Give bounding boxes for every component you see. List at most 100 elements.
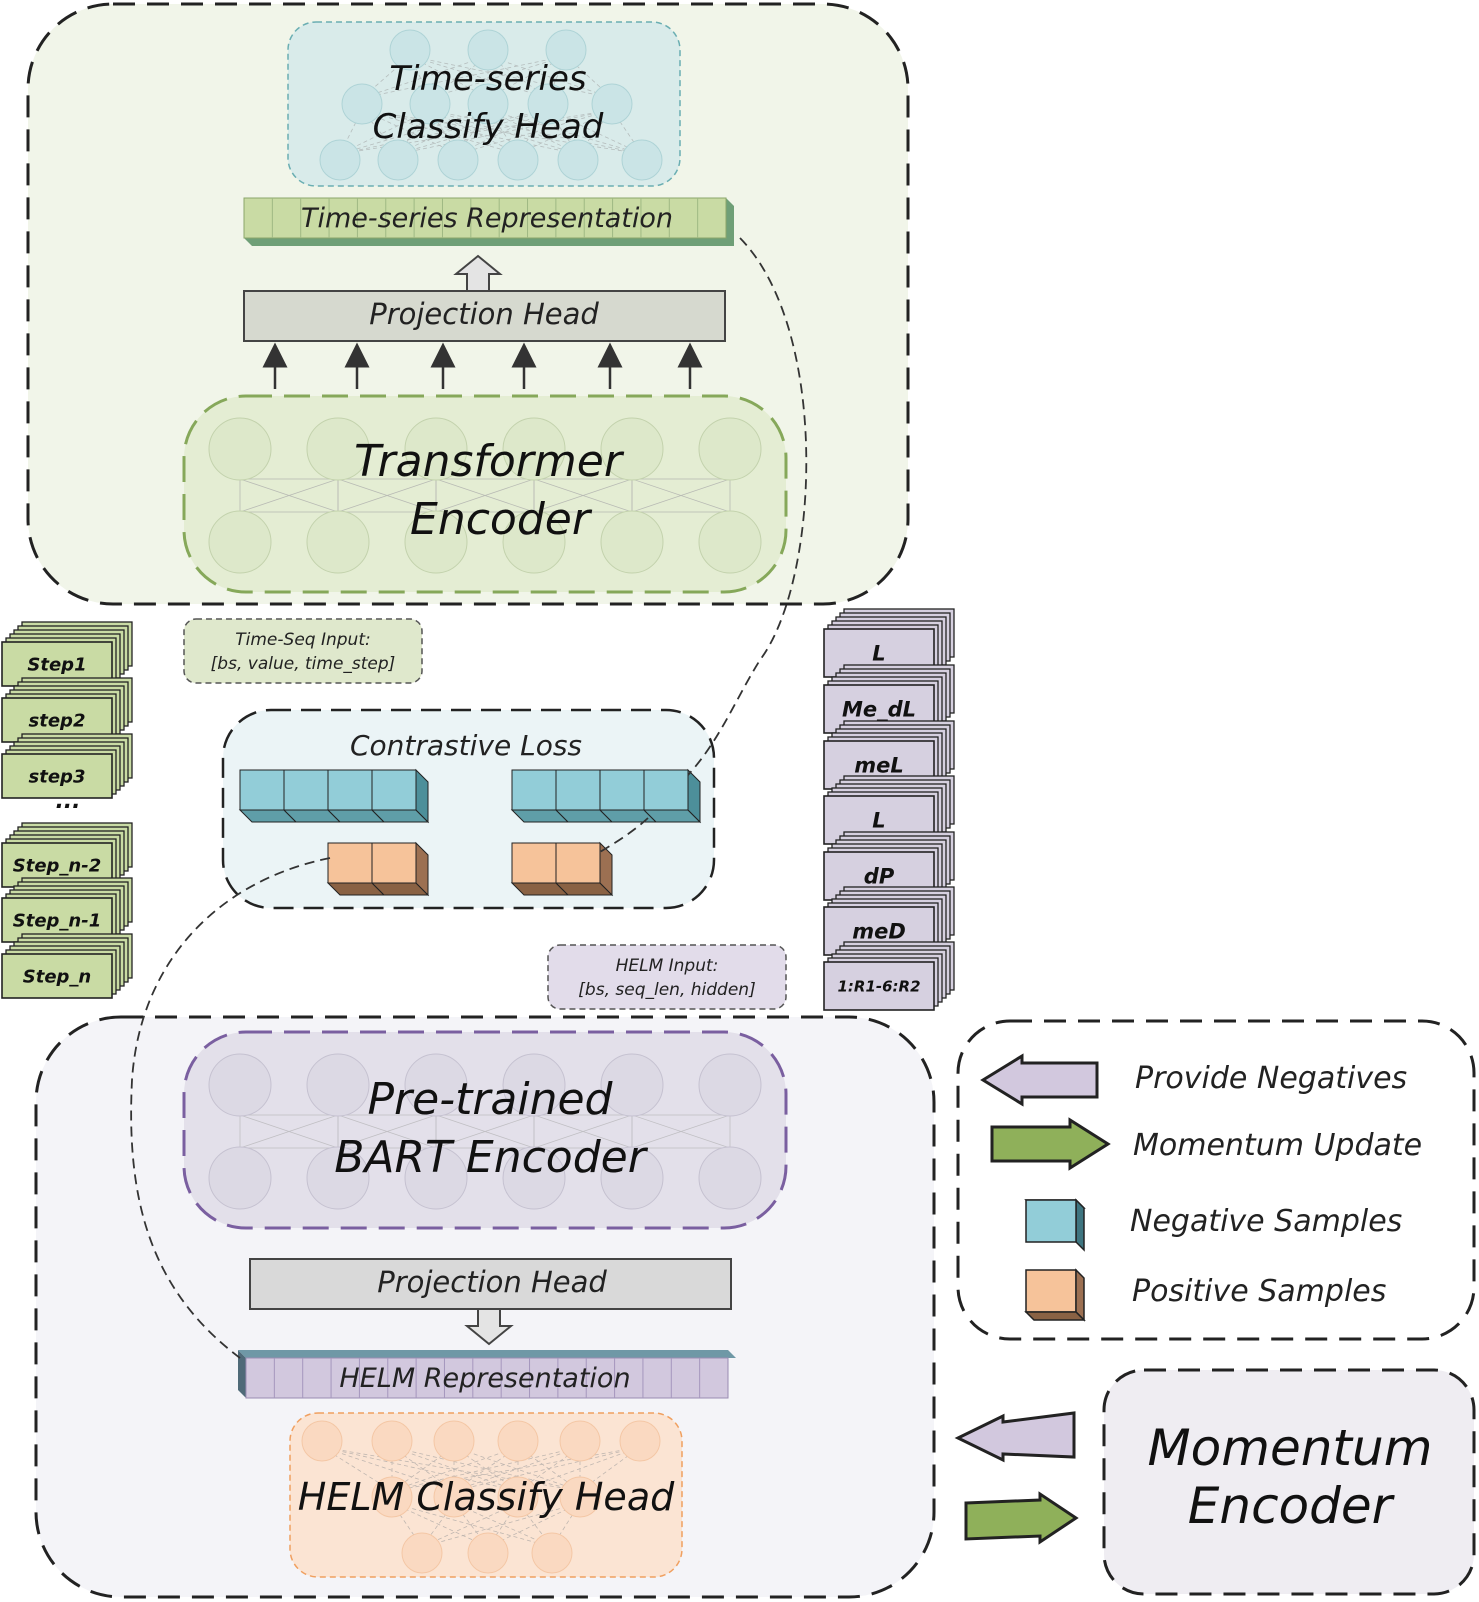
step-card: step3 (1, 733, 133, 799)
net-edge (421, 1502, 519, 1548)
net-node (497, 1420, 539, 1462)
net-edge (487, 55, 613, 99)
helm-token-label: dP (864, 865, 895, 889)
helm-token-label: meL (854, 754, 904, 778)
net-node (600, 510, 664, 574)
transformer-encoder-line2: Encoder (410, 494, 593, 545)
time-series-representation-bar: Time-series Representation (243, 197, 734, 246)
net-node (467, 29, 509, 71)
net-node (306, 1053, 370, 1117)
time-seq-input-note: Time-Seq Input: [bs, value, time_step] (183, 618, 423, 684)
positive-cube-row-face (511, 842, 557, 884)
negative-cube-row-face (283, 769, 329, 811)
classify-head-title-line1: Time-series (389, 59, 586, 99)
step-label: Step1 (27, 654, 86, 675)
net-edge (339, 109, 613, 155)
ts-representation-connector (687, 237, 808, 776)
net-node (591, 83, 633, 125)
net-node (306, 510, 370, 574)
step-label: step2 (29, 710, 86, 731)
net-node (208, 1146, 272, 1210)
step-card: step2 (1, 677, 133, 743)
helm-token-card-front (823, 961, 935, 1011)
momentum-encoder-line2: Encoder (1188, 1477, 1396, 1535)
negative-cube-row-face (555, 769, 601, 811)
time-seq-input-line2: [bs, value, time_step] (211, 654, 396, 674)
net-node (698, 1146, 762, 1210)
helm-token-label: 1:R1-6:R2 (837, 977, 920, 995)
negative-sample-cube-icon (1024, 1198, 1086, 1252)
time-seq-input-line1: Time-Seq Input: (235, 630, 370, 650)
net-edge (321, 1446, 581, 1492)
net-edge (391, 1502, 489, 1548)
net-node (404, 1146, 468, 1210)
net-node (497, 139, 539, 181)
negative-cube-row-face (643, 769, 689, 811)
positive-cube-row-face (371, 842, 417, 884)
net-node (371, 1420, 413, 1462)
net-edge (435, 478, 535, 513)
step-label: Step_n-2 (13, 855, 101, 876)
step-label: Step_n-1 (13, 910, 101, 931)
net-edge (397, 109, 613, 155)
net-edge (631, 478, 731, 513)
net-node (306, 1146, 370, 1210)
time-series-representation-label: Time-series Representation (301, 203, 673, 234)
net-edge (517, 109, 613, 155)
net-node (208, 510, 272, 574)
legend-positive-samples: Positive Samples (1132, 1274, 1386, 1309)
net-edge (547, 109, 643, 155)
net-edge (337, 478, 437, 513)
helm-classify-head-label: HELM Classify Head (298, 1475, 675, 1519)
step-card-front (1, 953, 113, 999)
hollow-down-arrow-icon (464, 1308, 514, 1346)
positive-cube-row-side (415, 841, 429, 897)
projection-head-top (243, 290, 726, 342)
negative-cube-row-face (327, 769, 373, 811)
step-card: Step_n (1, 933, 133, 999)
positive-cube-row (326, 841, 430, 897)
provide-negatives-arrow-icon (980, 1053, 1099, 1107)
legend-frame (956, 1019, 1476, 1341)
negative-cube-row-face (371, 769, 417, 811)
net-edge (361, 109, 459, 155)
bart-encoder-line1: Pre-trained (368, 1074, 614, 1125)
step-label: step3 (29, 766, 86, 787)
helm-representation-bar: HELM Representation (238, 1350, 736, 1399)
net-node (208, 1053, 272, 1117)
steps-ellipsis: ... (55, 789, 80, 814)
net-node (502, 1053, 566, 1117)
contrastive-sample-cubes (238, 768, 702, 897)
net-node (404, 1053, 468, 1117)
net-edge (429, 109, 579, 155)
negative-cube-row-face (599, 769, 645, 811)
net-edge (533, 478, 633, 513)
positive-sample-cube-icon (1024, 1268, 1086, 1322)
net-node (559, 1420, 601, 1462)
legend-momentum-update: Momentum Update (1133, 1128, 1422, 1163)
net-edge (337, 1114, 437, 1149)
net-edge (239, 478, 339, 513)
helm-classify-head: HELM Classify Head (289, 1412, 683, 1578)
step-card: Step1 (1, 621, 133, 687)
negative-cube-row (510, 768, 702, 824)
net-node (401, 1532, 443, 1574)
net-node (545, 29, 587, 71)
positive-cube-row-face (555, 842, 601, 884)
net-node (502, 510, 566, 574)
negative-cube-row-side (687, 768, 701, 824)
projection-head-top-label: Projection Head (369, 297, 599, 331)
net-edge (453, 1502, 553, 1548)
helm-token-card: 1:R1-6:R2 (823, 941, 955, 1011)
net-node (531, 1532, 573, 1574)
helm-token-card: meD (823, 886, 955, 956)
contrastive-loss-label: Contrastive Loss (350, 729, 582, 762)
net-edge (435, 1114, 535, 1149)
negative-cube-row-face (511, 769, 557, 811)
negative-cube-row (238, 768, 430, 824)
net-edge (361, 109, 519, 155)
net-node (619, 1420, 661, 1462)
net-node (371, 1476, 413, 1518)
